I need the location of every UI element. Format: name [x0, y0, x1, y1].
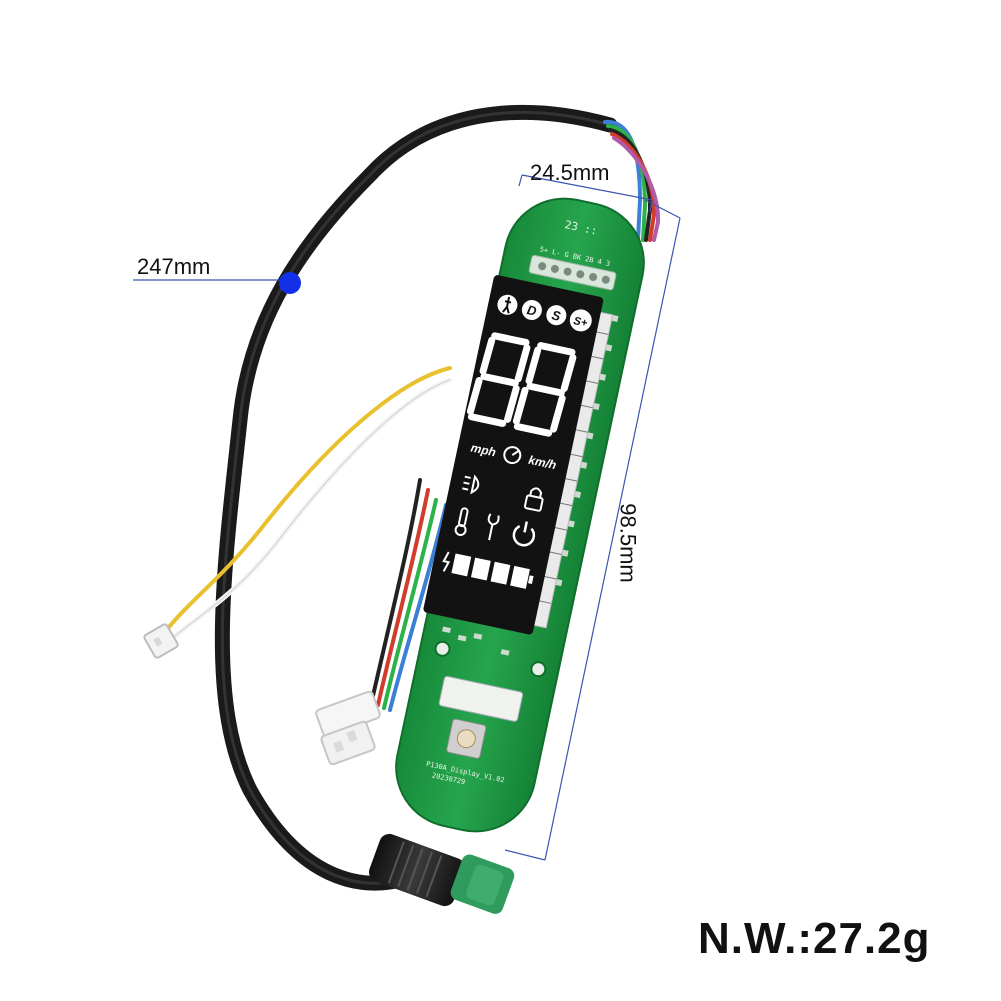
- charge-icon: [442, 551, 451, 572]
- lcd-display: D S S+ mph km/h: [423, 275, 604, 635]
- dimension-lines: [133, 174, 681, 861]
- battery-segment: [451, 553, 472, 577]
- height-dimension-label: 98.5mm: [615, 503, 641, 583]
- unit-mph: mph: [470, 440, 498, 459]
- cable-length-label: 247mm: [137, 254, 211, 279]
- lower-wire-bundle: [370, 478, 448, 712]
- headlight-icon: [462, 474, 480, 495]
- mounting-hole: [530, 661, 547, 678]
- speedometer-icon: [503, 446, 522, 465]
- mode-s-plus-icon: [569, 309, 592, 332]
- battery-bar: [442, 551, 534, 589]
- white-jst-connector: [315, 690, 381, 766]
- battery-segment: [471, 557, 491, 581]
- top-wire-bundle: [603, 119, 661, 242]
- round-connector: [368, 833, 515, 914]
- mode-s-icon: [546, 305, 567, 326]
- thermometer-icon: [454, 507, 469, 536]
- net-weight-label: N.W.:27.2g: [698, 914, 931, 963]
- battery-segment: [510, 565, 530, 589]
- sensor-window: [438, 675, 524, 722]
- svg-text:D: D: [526, 302, 539, 319]
- pcb-board: 23 :: 5+ L- G BK 2B 4 3: [395, 197, 645, 833]
- width-dimension-label: 24.5mm: [530, 160, 610, 185]
- mode-icons: D S S+: [497, 294, 592, 332]
- svg-text:S+: S+: [572, 315, 589, 330]
- tactile-button: [446, 718, 487, 759]
- wrench-icon: [487, 513, 500, 541]
- power-icon: [512, 521, 536, 547]
- mode-d-icon: [521, 299, 542, 320]
- mounting-hole: [434, 640, 451, 657]
- lock-icon: [523, 487, 544, 512]
- svg-text:S: S: [550, 307, 562, 324]
- unit-kmh: km/h: [527, 453, 557, 473]
- small-jst-connector: [143, 623, 179, 659]
- aux-wires: [163, 366, 453, 643]
- speed-digits: [466, 332, 577, 437]
- cable-measure-marker: [279, 272, 301, 294]
- pin-header: [528, 254, 617, 291]
- battery-segment: [490, 561, 511, 585]
